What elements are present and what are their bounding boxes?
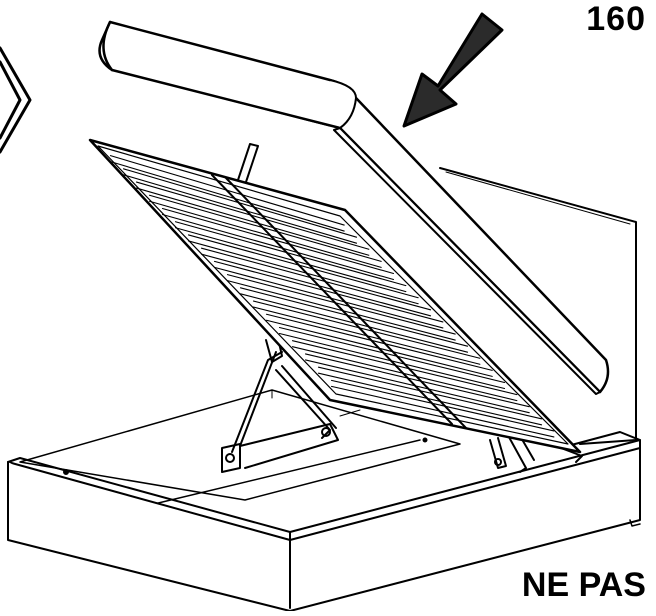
bed-base-frame	[7, 431, 641, 612]
slat-edge	[226, 280, 456, 341]
slat-edge	[291, 340, 518, 396]
slat-edge	[161, 207, 395, 275]
size-label: 160	[586, 0, 646, 38]
slat-edge	[304, 353, 530, 408]
slat-edge	[252, 300, 481, 359]
slat-edge	[278, 332, 506, 390]
slat-edge	[330, 379, 555, 432]
attention-arrow-icon	[402, 12, 504, 128]
slat-edge	[278, 326, 506, 384]
slat-edge	[265, 313, 493, 371]
slat-edge	[330, 385, 555, 438]
slat-edge	[148, 200, 382, 268]
slat-edge	[213, 266, 444, 329]
slat-edge	[213, 260, 444, 323]
slat-edge	[122, 174, 358, 244]
slat-edge	[174, 227, 407, 293]
slat-edge	[148, 194, 382, 262]
slat-edge	[135, 181, 370, 250]
slat-edge	[200, 247, 432, 311]
lift-mechanism-left	[221, 337, 339, 473]
slatted-base-frame	[88, 138, 582, 454]
slat-edge	[187, 240, 419, 305]
slat-edge	[304, 359, 530, 414]
slat-edge	[252, 306, 481, 365]
slat-edge	[161, 213, 395, 281]
slat-edge	[226, 274, 456, 335]
mattress	[98, 20, 610, 395]
slat-edge	[174, 221, 407, 287]
slat-edge	[135, 187, 370, 256]
slat-edge	[187, 234, 419, 299]
next-step-chevron-icon	[0, 46, 32, 154]
slat-edge	[291, 346, 518, 402]
slat-edge	[239, 293, 469, 353]
warning-label: NE PAS	[521, 566, 646, 604]
slat-edge	[109, 155, 345, 226]
slat-edge	[109, 161, 345, 232]
slat-edge	[122, 168, 358, 238]
slat-edge	[200, 253, 432, 317]
slat-edge	[239, 287, 469, 347]
slat-edge	[317, 372, 543, 426]
slat-edge	[317, 366, 543, 420]
support-rod	[237, 143, 259, 183]
slat-edge	[265, 319, 493, 377]
